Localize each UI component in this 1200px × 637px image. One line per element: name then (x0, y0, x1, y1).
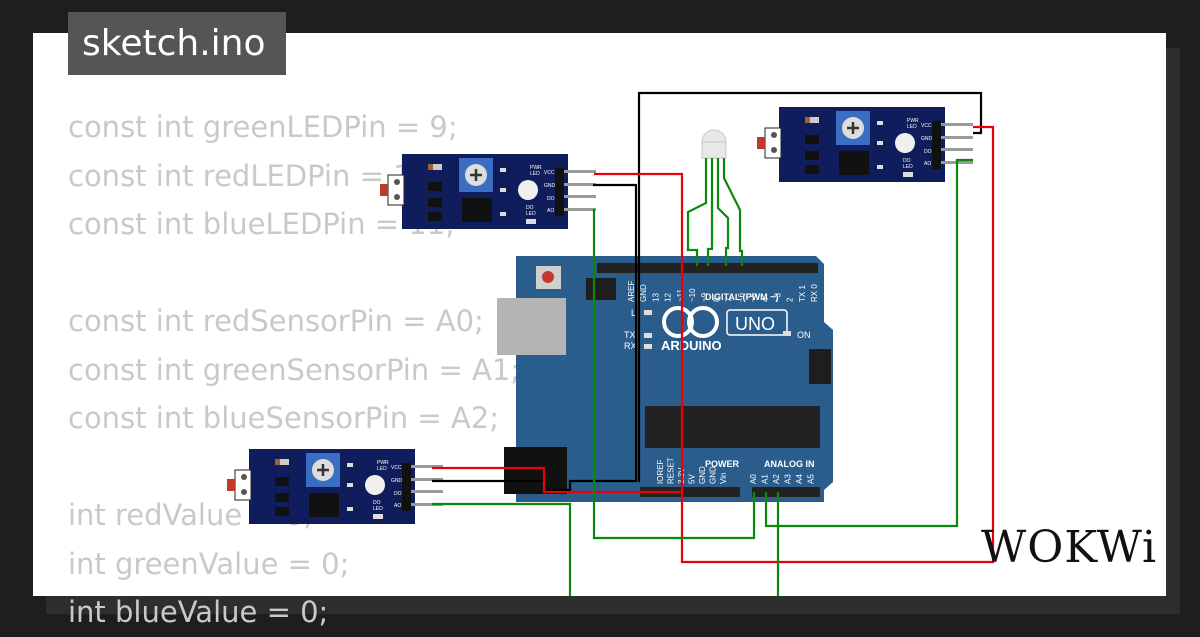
analog-pin-label: A1 (761, 474, 770, 484)
code-line: const int blueSensorPin = A2; (68, 401, 499, 435)
code-preview: const int greenLEDPin = 9; const int redL… (68, 103, 520, 637)
digital-pin-label: 8 (712, 297, 721, 302)
l-led-label: L (631, 308, 636, 318)
power-pin-label: RESET (667, 457, 676, 484)
vcc-wire[interactable] (432, 466, 682, 494)
arduino-board[interactable]: UNO ARDUINO DIGITAL (PWM ~) POWER ANALOG… (497, 256, 833, 502)
power-header-label: POWER (705, 459, 740, 469)
digital-pin-label: ~6 (737, 292, 746, 302)
analog-header-label: ANALOG IN (764, 459, 815, 469)
wokwi-logo: WOKWi (981, 522, 1158, 573)
digital-pin-label: ~5 (749, 292, 758, 302)
code-line: int blueValue = 0; (68, 595, 329, 629)
board-brand-label: ARDUINO (661, 338, 722, 353)
digital-pin-label: RX 0 (810, 284, 819, 302)
digital-pin-label: 4 (761, 297, 770, 302)
power-pin-label: GND (709, 466, 718, 484)
digital-pin-label: 13 (651, 293, 660, 302)
analog-signal-wire[interactable] (592, 209, 756, 540)
light-sensor-module[interactable] (378, 152, 598, 231)
on-led-label: ON (797, 330, 811, 340)
tx-led-label: TX (624, 330, 636, 340)
analog-pin-label: A5 (807, 474, 816, 484)
digital-pin-label: 2 (786, 297, 795, 302)
analog-pin-label: A4 (795, 474, 804, 484)
rx-led-label: RX (624, 341, 637, 351)
code-line: const int greenLEDPin = 9; (68, 110, 458, 144)
digital-pin-label: 7 (725, 297, 734, 302)
power-pin-label: IOREF (656, 459, 665, 484)
analog-pin-label: A3 (784, 474, 793, 484)
led-wire[interactable] (706, 158, 714, 266)
analog-signal-wire[interactable] (764, 158, 973, 528)
digital-pin-label: TX 1 (798, 285, 807, 302)
power-pin-label: Vin (719, 473, 728, 484)
code-line: const int redSensorPin = A0; (68, 304, 484, 338)
code-line: const int redLEDPin = 10; (68, 158, 440, 193)
rgb-led[interactable] (701, 129, 727, 159)
power-pin-label: GND (698, 466, 707, 484)
digital-pin-label: AREF (627, 281, 636, 302)
board-model-label: UNO (735, 314, 775, 334)
analog-signal-wire[interactable] (432, 502, 572, 600)
code-line: const int greenSensorPin = A1; (68, 352, 521, 387)
led-wire[interactable] (716, 158, 730, 266)
digital-pin-label: ~9 (700, 292, 709, 302)
power-pin-label: 5V (688, 474, 697, 484)
digital-pin-label: ~11 (676, 288, 685, 302)
light-sensor-module[interactable] (225, 447, 445, 526)
digital-pin-label: ~3 (773, 292, 782, 302)
digital-pin-label: 12 (664, 293, 673, 302)
digital-header-label: DIGITAL (PWM ~) (705, 292, 778, 302)
vcc-wire[interactable] (594, 125, 995, 564)
light-sensor-module[interactable] (755, 105, 975, 184)
sketch-title: sketch.ino (68, 12, 286, 75)
gnd-wire[interactable] (637, 91, 983, 482)
analog-pin-label: A0 (749, 474, 758, 484)
led-wire[interactable] (722, 158, 744, 266)
digital-pin-label: GND (639, 284, 648, 302)
digital-pin-label: ~10 (688, 288, 697, 302)
analog-pin-label: A2 (772, 474, 781, 484)
led-wire[interactable] (686, 158, 708, 266)
code-line: int greenValue = 0; (68, 546, 350, 581)
